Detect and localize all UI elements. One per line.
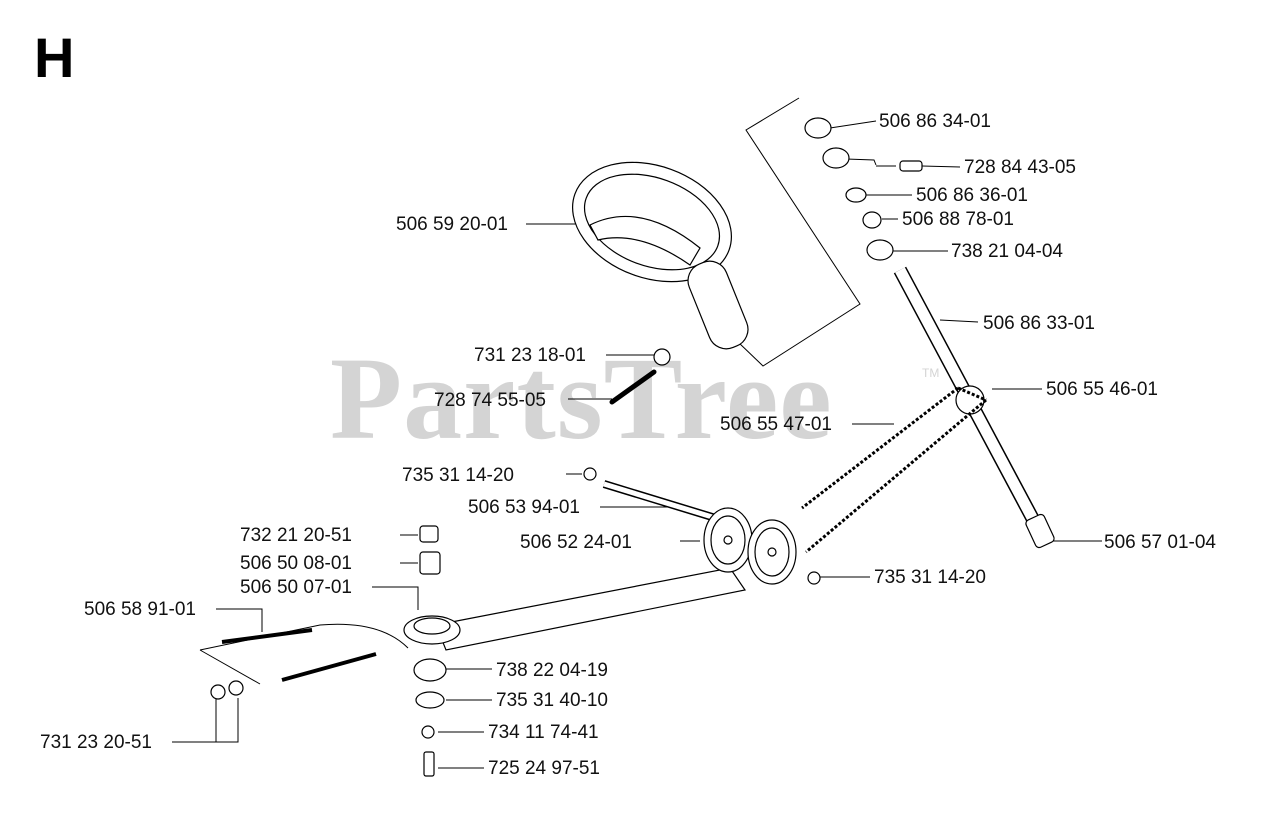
- part-label[interactable]: 738 22 04-19: [496, 660, 608, 681]
- part-label[interactable]: 725 24 97-51: [488, 758, 600, 779]
- part-label[interactable]: 506 59 20-01: [396, 214, 508, 235]
- wheel-nut: [653, 348, 671, 366]
- part-label[interactable]: 731 23 18-01: [474, 345, 586, 366]
- part-label[interactable]: 738 21 04-04: [951, 241, 1063, 262]
- part-label[interactable]: 506 57 01-04: [1104, 532, 1216, 553]
- part-label[interactable]: 728 84 43-05: [964, 157, 1076, 178]
- part-label[interactable]: 506 52 24-01: [520, 532, 632, 553]
- part-label[interactable]: 506 58 91-01: [84, 599, 196, 620]
- part-label[interactable]: 506 86 36-01: [916, 185, 1028, 206]
- part-label[interactable]: 731 23 20-51: [40, 732, 152, 753]
- tie-rod: [435, 567, 747, 651]
- part-label[interactable]: 506 55 47-01: [720, 414, 832, 435]
- part-label[interactable]: 735 31 14-20: [402, 465, 514, 486]
- part-label[interactable]: 506 50 08-01: [240, 553, 352, 574]
- washer: [421, 725, 435, 739]
- bearing: [413, 658, 447, 682]
- lower-bolt: [423, 751, 435, 777]
- part-label[interactable]: 506 86 34-01: [879, 111, 991, 132]
- pulley-clip-right: [807, 571, 821, 585]
- wheel-bolt: [609, 369, 657, 405]
- hub-nut: [419, 525, 439, 543]
- part-label[interactable]: 734 11 74-41: [488, 722, 599, 743]
- part-label[interactable]: 728 74 55-05: [434, 390, 546, 411]
- rod-bracket: [199, 623, 409, 685]
- part-label[interactable]: 735 31 14-20: [874, 567, 986, 588]
- part-label[interactable]: 732 21 20-51: [240, 525, 352, 546]
- part-label[interactable]: 506 50 07-01: [240, 577, 352, 598]
- steering-wheel: [572, 161, 749, 350]
- leader-lines: [172, 120, 1102, 769]
- pivot-hub: [403, 615, 461, 645]
- watermark-trademark: TM: [922, 366, 940, 380]
- pulley-left: [703, 507, 753, 573]
- section-letter: H: [34, 26, 75, 89]
- rod-nut-left: [210, 684, 226, 700]
- column-stack: [804, 117, 923, 261]
- threaded-rods: [221, 628, 377, 682]
- column-frame: [737, 97, 861, 367]
- hub-bushing: [419, 551, 441, 575]
- part-label[interactable]: 735 31 40-10: [496, 690, 608, 711]
- pulley-right: [747, 519, 797, 585]
- drive-chain: [801, 386, 987, 554]
- axle-clip-left: [583, 467, 597, 481]
- part-label[interactable]: 506 55 46-01: [1046, 379, 1158, 400]
- part-label[interactable]: 506 86 33-01: [983, 313, 1095, 334]
- part-label[interactable]: 506 88 78-01: [902, 209, 1014, 230]
- column-bolt: [1025, 513, 1055, 549]
- part-label[interactable]: 506 53 94-01: [468, 497, 580, 518]
- rod-nut-right: [228, 680, 244, 696]
- retaining-ring: [415, 691, 445, 709]
